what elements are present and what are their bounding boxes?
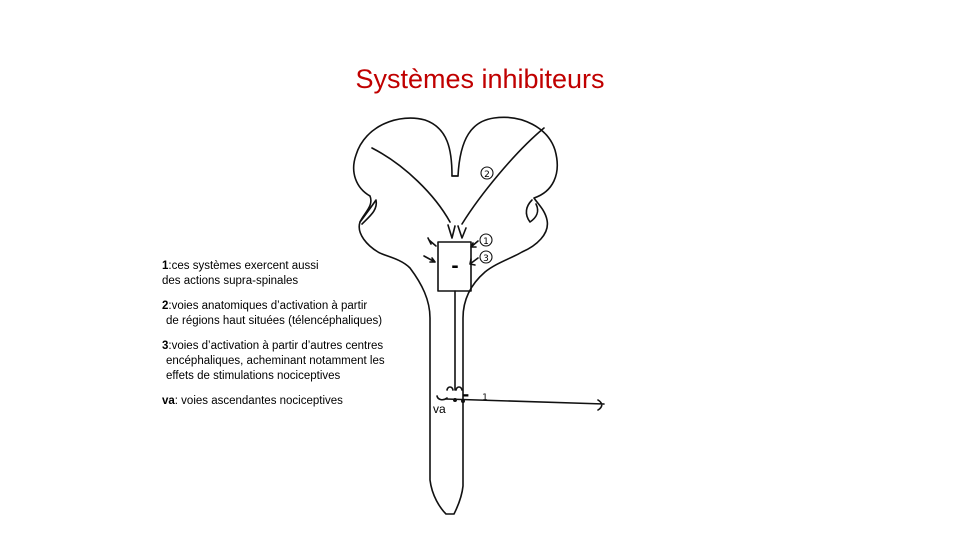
synapse-dot-2 [461, 399, 465, 403]
junction-arcs [446, 386, 463, 391]
nociceptive-fiber [445, 398, 605, 411]
left-hemisphere-inner-curve [371, 147, 451, 223]
legend-item-3: 3:voies d’activation à partir d’autres c… [162, 340, 385, 382]
arrow-1 [470, 240, 479, 248]
left-arrow-lower [423, 255, 436, 263]
right-hemisphere-inner-curve [461, 127, 545, 225]
arrow-3 [469, 257, 479, 266]
legend-item-2: 2:voies anatomiques d’activation à parti… [162, 300, 383, 327]
left-arrow-upper [427, 237, 437, 247]
marker-3: 3 [479, 250, 493, 264]
junction-inhibition-sign: - [463, 385, 470, 404]
marker-2: 2 [480, 166, 494, 180]
fiber-label: 1 [482, 393, 488, 403]
pathway-2-right-arrow [457, 225, 467, 239]
legend: 1:ces systèmes exercent aussi des action… [162, 259, 412, 419]
left-temporal-notch [359, 199, 378, 225]
legend-item-va: va: voies ascendantes nociceptives [162, 395, 343, 407]
svg-text:1: 1 [483, 237, 489, 247]
marker-1: 1 [479, 233, 493, 247]
svg-text:3: 3 [483, 254, 489, 264]
pathway-2-left-arrow [447, 224, 456, 239]
synapse-dot-1 [453, 398, 457, 402]
brain-outline [352, 116, 559, 515]
legend-item-3-number: 3 [162, 340, 169, 352]
box-inhibition-sign: - [451, 256, 458, 277]
right-temporal-notch [525, 199, 539, 223]
legend-item-va-label: va [162, 395, 175, 407]
legend-item-2-number: 2 [162, 300, 169, 312]
svg-text:2: 2 [484, 170, 490, 180]
slide-title: Systèmes inhibiteurs [355, 64, 605, 94]
legend-item-1-number: 1 [162, 260, 169, 272]
va-label: va [433, 402, 446, 416]
legend-item-1: 1:ces systèmes exercent aussi des action… [162, 260, 319, 287]
